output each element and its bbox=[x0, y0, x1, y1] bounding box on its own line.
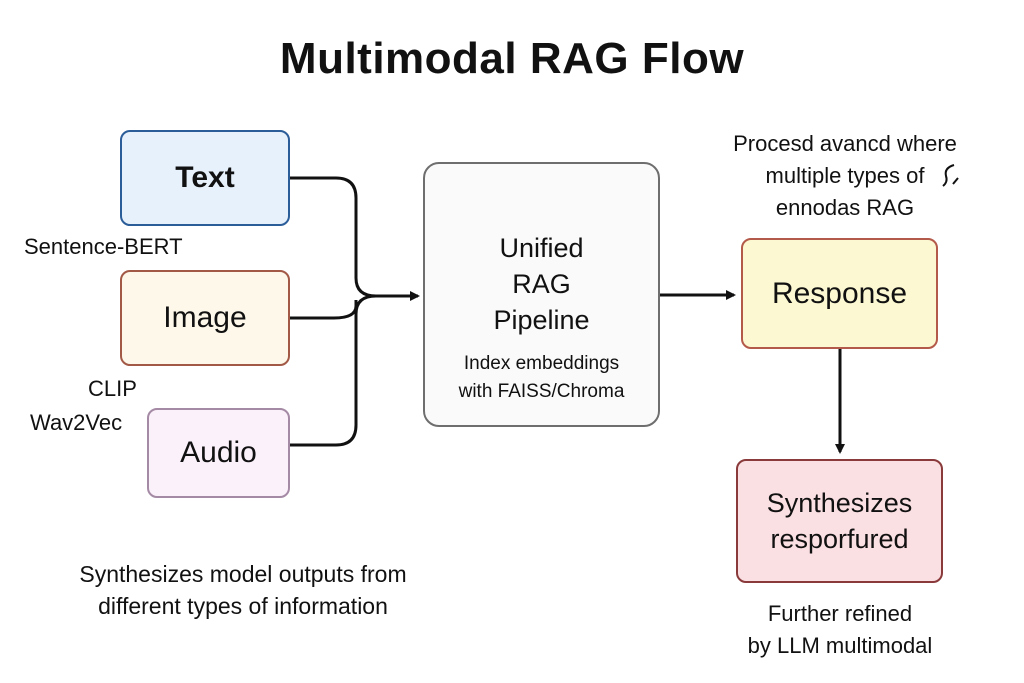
text-to-pipeline-connector bbox=[290, 176, 420, 301]
clip-label: CLIP bbox=[88, 376, 137, 401]
pipeline-title: Unified RAG Pipeline bbox=[493, 233, 590, 335]
audio-input-label: Audio bbox=[180, 436, 257, 469]
sentence-bert-label: Sentence-BERT bbox=[24, 234, 183, 259]
wav2vec-label: Wav2Vec bbox=[30, 410, 123, 435]
synthesis-node: Synthesizes resporfured bbox=[736, 459, 943, 583]
text-input-label: Text bbox=[175, 161, 235, 194]
image-input-label: Image bbox=[163, 301, 247, 334]
synthesis-label: Synthesizes resporfured bbox=[766, 488, 913, 554]
response-note: Procesd avancd where multiple types of e… bbox=[733, 131, 957, 220]
synthesis-note: Further refined by LLM multimodal bbox=[747, 601, 933, 658]
image-to-pipeline-connector bbox=[290, 300, 358, 320]
pipeline-subtitle: Index embeddings with FAISS/Chroma bbox=[458, 353, 625, 402]
response-node: Response bbox=[741, 238, 938, 349]
response-label: Response bbox=[771, 276, 908, 310]
text-input-node: Text bbox=[120, 130, 290, 226]
diagram-title: Multimodal RAG Flow bbox=[279, 34, 745, 83]
bottom-left-caption: Synthesizes model outputs from different… bbox=[79, 561, 407, 619]
unified-rag-pipeline-node: Unified RAG Pipeline Index embeddings wi… bbox=[423, 162, 660, 427]
audio-to-pipeline-connector bbox=[290, 294, 377, 447]
scribble-mark bbox=[942, 164, 959, 187]
audio-input-node: Audio bbox=[147, 408, 290, 498]
image-input-node: Image bbox=[120, 270, 290, 366]
